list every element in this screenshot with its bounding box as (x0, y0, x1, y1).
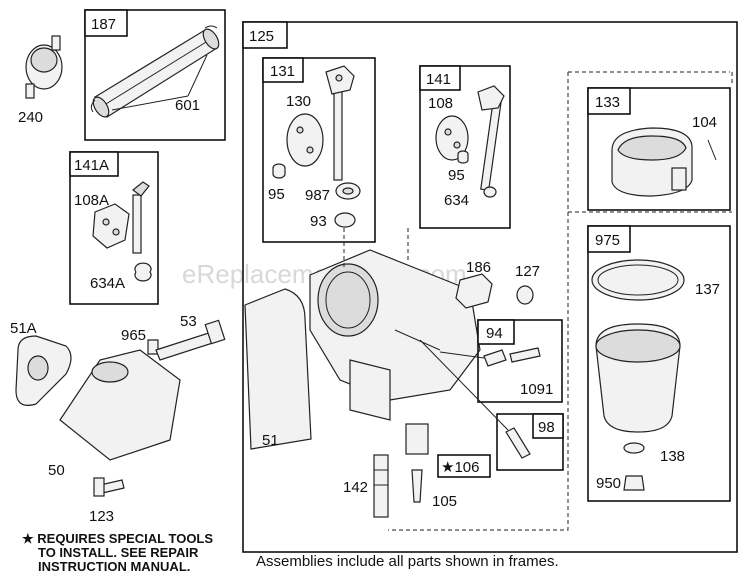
fitting-186-part (455, 273, 493, 309)
part-1091-label: 1091 (520, 381, 553, 398)
frame-141-border (419, 65, 511, 229)
needle-105-part (411, 469, 423, 503)
part-965-label: 965 (121, 327, 146, 344)
part-108-label: 108 (428, 95, 453, 112)
frame-131-label: 131 (270, 63, 295, 80)
bracket-line-left (388, 72, 569, 531)
frame-106-tag (437, 454, 491, 478)
intake-elbow-part (59, 349, 181, 461)
frame-133-border (587, 87, 731, 211)
part-634-label: 634 (444, 192, 469, 209)
frame-98-border (496, 413, 564, 471)
part-51-label: 51 (262, 432, 279, 449)
part-108A-label: 108A (74, 192, 109, 209)
frame-106: ★106 (437, 454, 491, 478)
frame-141-tag (419, 65, 461, 91)
frame-94-label: 94 (486, 325, 503, 342)
frame-141: 141 108 95 634 (419, 65, 511, 229)
float-bowl-part (595, 323, 681, 433)
frame-133-tag (587, 87, 631, 115)
frame-131: 131 130 95 987 93 (262, 57, 376, 243)
frame-141-label: 141 (426, 71, 451, 88)
part-142-label: 142 (343, 479, 368, 496)
carburetor-body-part (309, 228, 481, 421)
screw-123-part (93, 477, 125, 497)
part-105-label: 105 (432, 493, 457, 510)
part-186-label: 186 (466, 259, 491, 276)
float-part (611, 127, 693, 197)
frame-94-border (477, 319, 563, 403)
frame-98: 98 (496, 413, 564, 471)
frame-125: 125 (242, 21, 738, 553)
frame-106-label: ★106 (441, 459, 479, 476)
assemblies-caption: Assemblies include all parts shown in fr… (256, 553, 559, 570)
part-104-label: 104 (692, 114, 717, 131)
choke-valve-part (286, 65, 355, 181)
frame-975-label: 975 (595, 232, 620, 249)
part-53-label: 53 (180, 313, 197, 330)
fuel-line-part (90, 25, 220, 118)
stud-53-part (155, 319, 226, 361)
frame-94: 94 1091 (477, 319, 563, 403)
part-634A-label: 634A (90, 275, 125, 292)
part-50-label: 50 (48, 462, 65, 479)
part-138-label: 138 (660, 448, 685, 465)
frame-975: 975 137 138 950 (587, 225, 731, 502)
frame-133: 133 104 (587, 87, 731, 211)
frame-125-label: 125 (249, 28, 274, 45)
frame-98-tag (532, 413, 564, 439)
fuel-filter-part (25, 35, 63, 99)
fitting-965-part (147, 339, 159, 355)
frame-141A-label: 141A (74, 157, 109, 174)
frame-141A-tag (69, 151, 119, 177)
part-137-label: 137 (695, 281, 720, 298)
special-tools-note-line-1: ★ REQUIRES SPECIAL TOOLS (22, 531, 213, 546)
part-130-label: 130 (286, 93, 311, 110)
frame-131-border (262, 57, 376, 243)
part-127-label: 127 (515, 263, 540, 280)
part-95b-label: 95 (448, 167, 465, 184)
gasket-51-part (244, 288, 312, 450)
part-987-label: 987 (305, 187, 330, 204)
frame-975-tag (587, 225, 631, 253)
plug-127-part (516, 285, 534, 305)
frame-133-label: 133 (595, 94, 620, 111)
frame-125-border (242, 21, 738, 553)
nozzle-106-part (405, 423, 429, 455)
part-240-label: 240 (18, 109, 43, 126)
jet-142-part (373, 454, 389, 518)
special-tools-note-line-2: TO INSTALL. SEE REPAIR (38, 545, 199, 560)
frame-187-tag (84, 9, 128, 37)
frame-141A: 141A 108A 634A (69, 151, 159, 305)
frame-94-tag (477, 319, 515, 345)
part-123-label: 123 (89, 508, 114, 525)
part-51A-label: 51A (10, 320, 37, 337)
throttle-valve-part (435, 85, 505, 191)
frame-975-border (587, 225, 731, 502)
frame-98-label: 98 (538, 419, 555, 436)
part-601-label: 601 (175, 97, 200, 114)
frame-187: 187 601 (84, 9, 226, 141)
part-950-label: 950 (596, 475, 621, 492)
frame-187-label: 187 (91, 16, 116, 33)
part-95a-label: 95 (268, 186, 285, 203)
gasket-51A-part (15, 335, 72, 406)
part-93-label: 93 (310, 213, 327, 230)
throttle-shaft-part (92, 181, 150, 254)
frame-187-border (84, 9, 226, 141)
special-tools-note-line-3: INSTRUCTION MANUAL. (38, 559, 190, 574)
frame-131-tag (262, 57, 304, 83)
frame-125-tag (242, 21, 288, 49)
